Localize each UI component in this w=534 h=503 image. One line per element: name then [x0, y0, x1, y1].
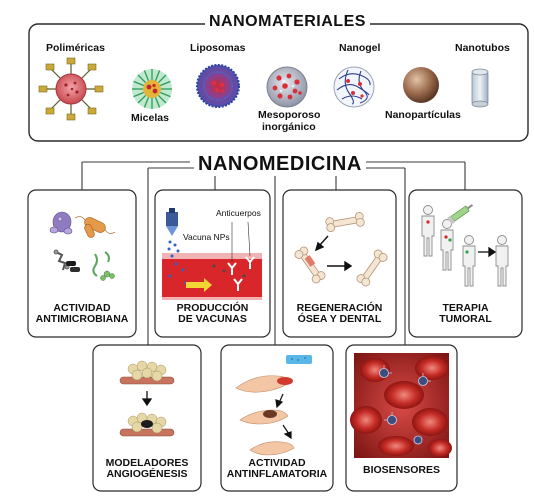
card-tumor-line1: TERAPIA: [442, 302, 489, 314]
label-mesoporoso: Mesoporoso: [258, 109, 321, 121]
card-antimicrobial-line1: ACTIVIDAD: [53, 302, 111, 314]
inflammation-arrows-icon: [275, 393, 292, 440]
card-vaccines-line1: PRODUCCIÓN: [176, 302, 249, 314]
label-liposomas: Liposomas: [190, 42, 246, 54]
card-antiinflammatory-line1: ACTIVIDAD: [248, 457, 306, 469]
nanogel-icon: [333, 66, 375, 108]
bone-illustration: [294, 212, 388, 287]
red-blood-cells-photo: [350, 353, 452, 458]
connector-lines: [81, 161, 466, 345]
card-box-bone: [282, 189, 397, 338]
label-nanoparticulas: Nanopartículas: [385, 109, 461, 121]
card-tumor-label: TERAPIA TUMORAL: [409, 303, 522, 325]
mesoporous-particle-icon: [266, 66, 308, 108]
syringe-icon: [447, 204, 474, 225]
bone-arrows-icon: [314, 235, 353, 272]
tag-anticuerpos: Anticuerpos: [216, 208, 261, 218]
liposome-icon: [196, 64, 240, 108]
vaccine-illustration: [162, 208, 262, 300]
card-biosensors-label: BIOSENSORES: [346, 465, 457, 476]
label-inorganico: inorgánico: [262, 121, 316, 133]
blood-vessel-illustration: [119, 360, 175, 437]
nanomedicina-title: NANOMEDICINA: [194, 152, 366, 176]
hands-illustration: [235, 355, 312, 456]
card-angiogenesis-line1: MODELADORES: [105, 457, 189, 469]
card-tumor-line2: TUMORAL: [439, 313, 492, 325]
label-micelas: Micelas: [131, 112, 169, 124]
card-bone-line2: ÓSEA Y DENTAL: [297, 313, 382, 325]
label-polimericas: Poliméricas: [46, 42, 105, 54]
card-angiogenesis-line2: ANGIOGÉNESIS: [106, 468, 188, 480]
card-antimicrobial-label: ACTIVIDAD ANTIMICROBIANA: [28, 303, 136, 325]
card-bone-line1: REGENERACIÓN: [296, 302, 383, 314]
card-antiinflammatory-line2: ANTINFLAMATORIA: [226, 468, 328, 480]
human-figures-illustration: [421, 205, 509, 287]
label-nanotubos: Nanotubos: [455, 42, 510, 54]
card-vaccines-label: PRODUCCIÓN DE VACUNAS: [155, 303, 270, 325]
card-angiogenesis-label: MODELADORES ANGIOGÉNESIS: [93, 458, 201, 480]
micelle-icon: [132, 69, 172, 109]
card-vaccines-line2: DE VACUNAS: [178, 313, 247, 325]
nanomateriales-title: NANOMATERIALES: [205, 12, 370, 32]
nanotube-icon: [471, 68, 489, 108]
card-bone-label: REGENERACIÓN ÓSEA Y DENTAL: [283, 303, 396, 325]
nanoparticle-icon: [403, 67, 439, 103]
tumor-arrow-icon: [478, 246, 497, 258]
card-antiinflammatory-label: ACTIVIDAD ANTINFLAMATORIA: [221, 458, 333, 480]
card-antimicrobial-line2: ANTIMICROBIANA: [35, 313, 129, 325]
card-biosensors-line1: BIOSENSORES: [362, 464, 441, 476]
label-nanogel: Nanogel: [339, 42, 381, 54]
microbes-illustration: [49, 211, 116, 281]
tag-vacuna-nps: Vacuna NPs: [183, 232, 230, 242]
polymeric-particle-icon: [38, 57, 104, 121]
